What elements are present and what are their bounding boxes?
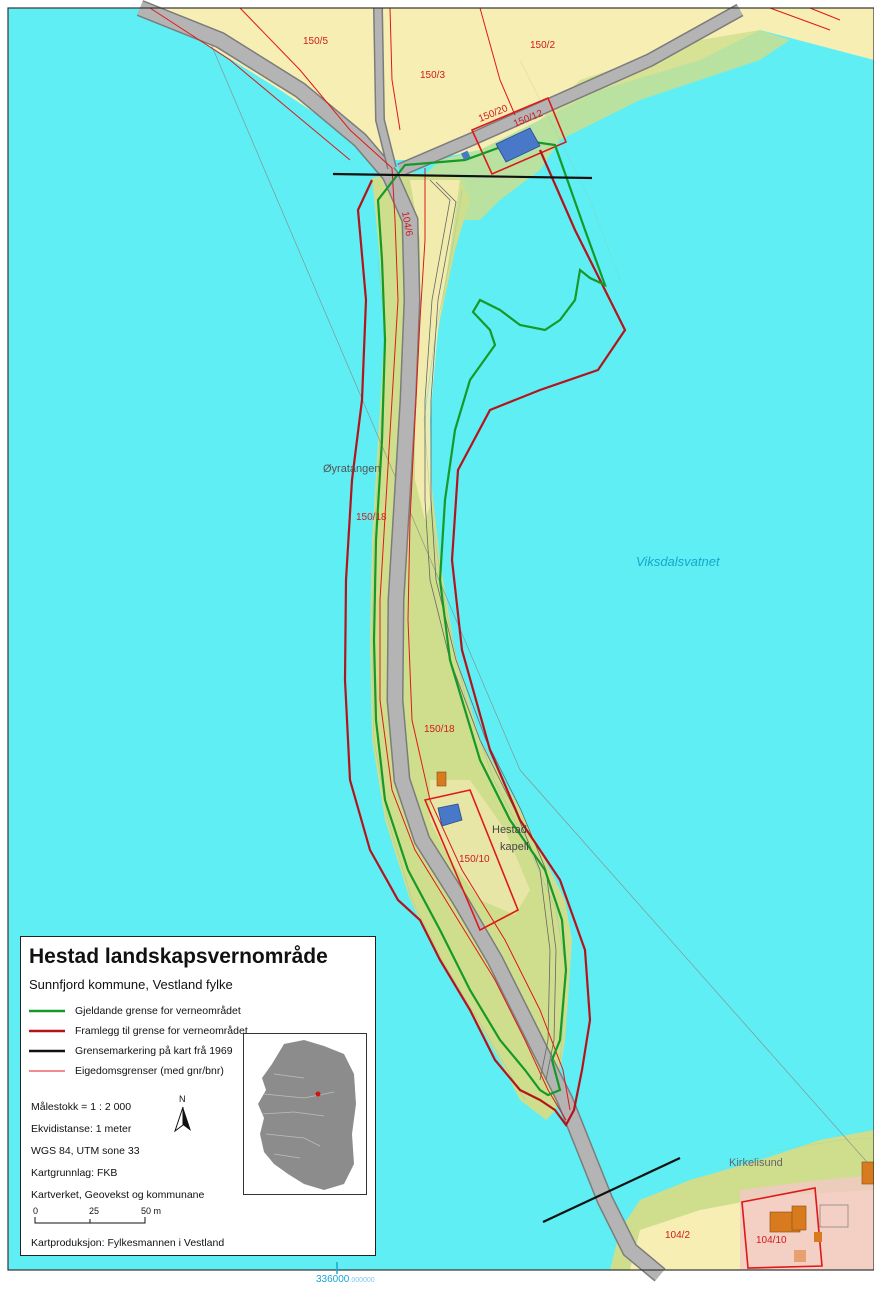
coordinate-easting: 336000 (316, 1274, 350, 1285)
map-labels: 150/5 150/2 150/3 150/20 150/12 104/6 Øy… (303, 36, 787, 1246)
scalebar-tick-0: 0 (33, 1206, 38, 1216)
property-lines (149, 7, 841, 1121)
label-parcel-150-18-a: 150/18 (356, 512, 387, 523)
buildings (436, 127, 874, 1262)
legend-subtitle: Sunnfjord kommune, Vestland fylke (29, 977, 233, 992)
legend-crs: WGS 84, UTM sone 33 (31, 1145, 140, 1157)
boundary-1969-lines (332, 172, 681, 1223)
legend-item-property-lines: Eigedomsgrenser (med gnr/bnr) (29, 1063, 224, 1079)
vegetation-north-shore (420, 30, 790, 220)
legend-swatch-current (29, 1009, 65, 1013)
inset-land (258, 1040, 356, 1190)
scalebar-tick-25: 25 (89, 1206, 99, 1216)
label-place-hestad: Hestad (492, 824, 527, 836)
label-place-oyratangen: Øyratangen (323, 463, 380, 475)
building-island-outline (819, 1204, 849, 1228)
inset-map-svg (258, 1040, 356, 1190)
legend-item-current-boundary: Gjeldande grense for verneområdet (29, 1003, 241, 1019)
legend-swatch-1969 (29, 1049, 65, 1053)
building-orange-island-2 (791, 1205, 807, 1231)
scalebar-tick-50: 50 m (141, 1206, 161, 1216)
legend-basemap: Kartgrunnlag: FKB (31, 1167, 118, 1179)
legend-label-proposed: Framlegg til grense for verneområdet (75, 1025, 248, 1037)
legend-label-property: Eigedomsgrenser (med gnr/bnr) (75, 1065, 224, 1077)
legend-item-proposed-boundary: Framlegg til grense for verneområdet (29, 1023, 248, 1039)
label-water-viksdalsvatnet: Viksdalsvatnet (636, 554, 721, 569)
building-orange-island-3 (861, 1161, 874, 1185)
building-blue-chapel (437, 803, 463, 827)
parcel-boundaries (423, 96, 823, 1269)
legend-label-1969: Grensemarkering på kart frå 1969 (75, 1045, 233, 1057)
road-network (136, 0, 744, 1282)
label-parcel-150-2: 150/2 (530, 40, 555, 51)
inset-fjords (261, 1073, 335, 1159)
label-parcel-104-10: 104/10 (756, 1235, 787, 1246)
proposed-boundary (343, 149, 627, 1128)
legend-contour: Ekvidistanse: 1 meter (31, 1123, 132, 1135)
building-blue-small (461, 150, 471, 160)
coordinate-label: 336000.000000 (316, 1274, 375, 1285)
spit-field-strip (410, 180, 460, 520)
parcel-104-10-boundary (741, 1187, 823, 1269)
label-parcel-104-2: 104/2 (665, 1230, 690, 1241)
inset-location-marker (315, 1091, 321, 1097)
label-parcel-150-5: 150/5 (303, 36, 328, 47)
island-settlement (740, 1175, 874, 1270)
grid-line-2 (519, 769, 874, 1171)
map-frame (7, 7, 874, 1271)
overview-inset-map (243, 1033, 367, 1195)
coordinate-decimals: .000000 (349, 1277, 375, 1284)
label-place-kapell: kapell (500, 841, 529, 853)
current-boundary (372, 138, 607, 1097)
legend-scale: Målestokk = 1 : 2 000 (31, 1101, 132, 1113)
legend-production: Kartproduksjon: Fylkesmannen i Vestland (31, 1237, 225, 1249)
label-parcel-150-10: 150/10 (459, 854, 490, 865)
north-arrow-icon: N (174, 1094, 191, 1133)
building-orange-island-5 (794, 1250, 806, 1262)
legend-item-1969-boundary: Grensemarkering på kart frå 1969 (29, 1043, 233, 1059)
map-legend: Hestad landskapsvernområde Sunnfjord kom… (20, 936, 376, 1256)
legend-sources: Kartverket, Geovekst og kommunane (31, 1189, 205, 1201)
legend-title: Hestad landskapsvernområde (29, 945, 328, 968)
label-parcel-104-6: 104/6 (399, 211, 414, 238)
scale-bar: 0 25 50 m (33, 1206, 161, 1224)
legend-label-current: Gjeldande grense for verneområdet (75, 1005, 241, 1017)
parcel-150-10-boundary (423, 789, 520, 932)
label-parcel-150-3: 150/3 (420, 70, 445, 81)
legend-swatch-proposed (29, 1029, 65, 1033)
building-orange-small (436, 771, 447, 787)
building-blue-north (495, 127, 541, 163)
north-label: N (179, 1094, 186, 1104)
label-parcel-150-18-b: 150/18 (424, 724, 455, 735)
legend-swatch-property (29, 1070, 65, 1072)
label-place-kirkelisund: Kirkelisund (729, 1157, 783, 1169)
building-orange-island-4 (814, 1232, 822, 1242)
parcel-150-12-boundary (470, 96, 568, 176)
